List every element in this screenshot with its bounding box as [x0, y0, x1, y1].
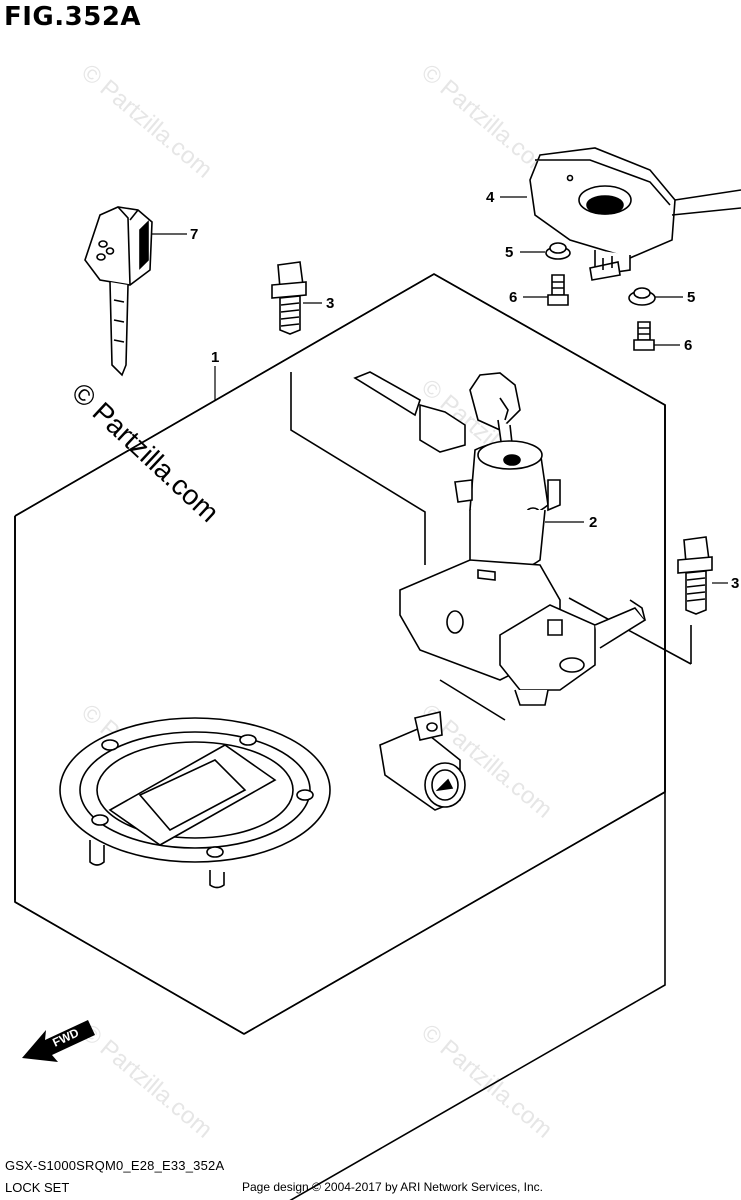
watermark-text: © Partzilla.com [416, 1019, 557, 1144]
callout-1-label: 1 [211, 349, 219, 366]
callout-6a-label: 6 [509, 289, 517, 306]
callout-7-label: 7 [190, 226, 198, 243]
callout-6b-label: 6 [684, 337, 692, 354]
model-code: GSX-S1000SRQM0_E28_E33_352A [5, 1158, 225, 1173]
watermark-text: © Partzilla.com [76, 1019, 217, 1144]
leader-lines [152, 196, 728, 584]
large-bolt-part [271, 261, 713, 615]
fuel-cap-part [59, 717, 331, 889]
watermark-text: © Partzilla.com [76, 59, 217, 184]
callout-5b-label: 5 [687, 289, 695, 306]
lock-set-box-frame [14, 273, 692, 1035]
section-name: LOCK SET [5, 1180, 70, 1195]
steering-lock-part [529, 147, 741, 281]
callout-4-label: 4 [486, 189, 495, 206]
copyright-notice: Page design © 2004-2017 by ARI Network S… [242, 1180, 544, 1194]
callout-3a-label: 3 [326, 295, 334, 312]
callout-2-label: 2 [589, 514, 597, 531]
callout-3b-label: 3 [731, 575, 739, 592]
callouts: 1 2 3 3 4 5 5 6 6 7 [190, 189, 739, 592]
ignition-switch-part [353, 371, 647, 706]
watermark-main: © Partzilla.com [66, 377, 225, 528]
seat-lock-part [379, 711, 466, 811]
fwd-arrow: FWD [22, 1020, 95, 1062]
figure-title: FIG.352A [4, 2, 142, 32]
small-bolt-part [547, 274, 655, 351]
callout-5a-label: 5 [505, 244, 513, 261]
washer-part [545, 242, 656, 306]
key-part [84, 206, 153, 377]
